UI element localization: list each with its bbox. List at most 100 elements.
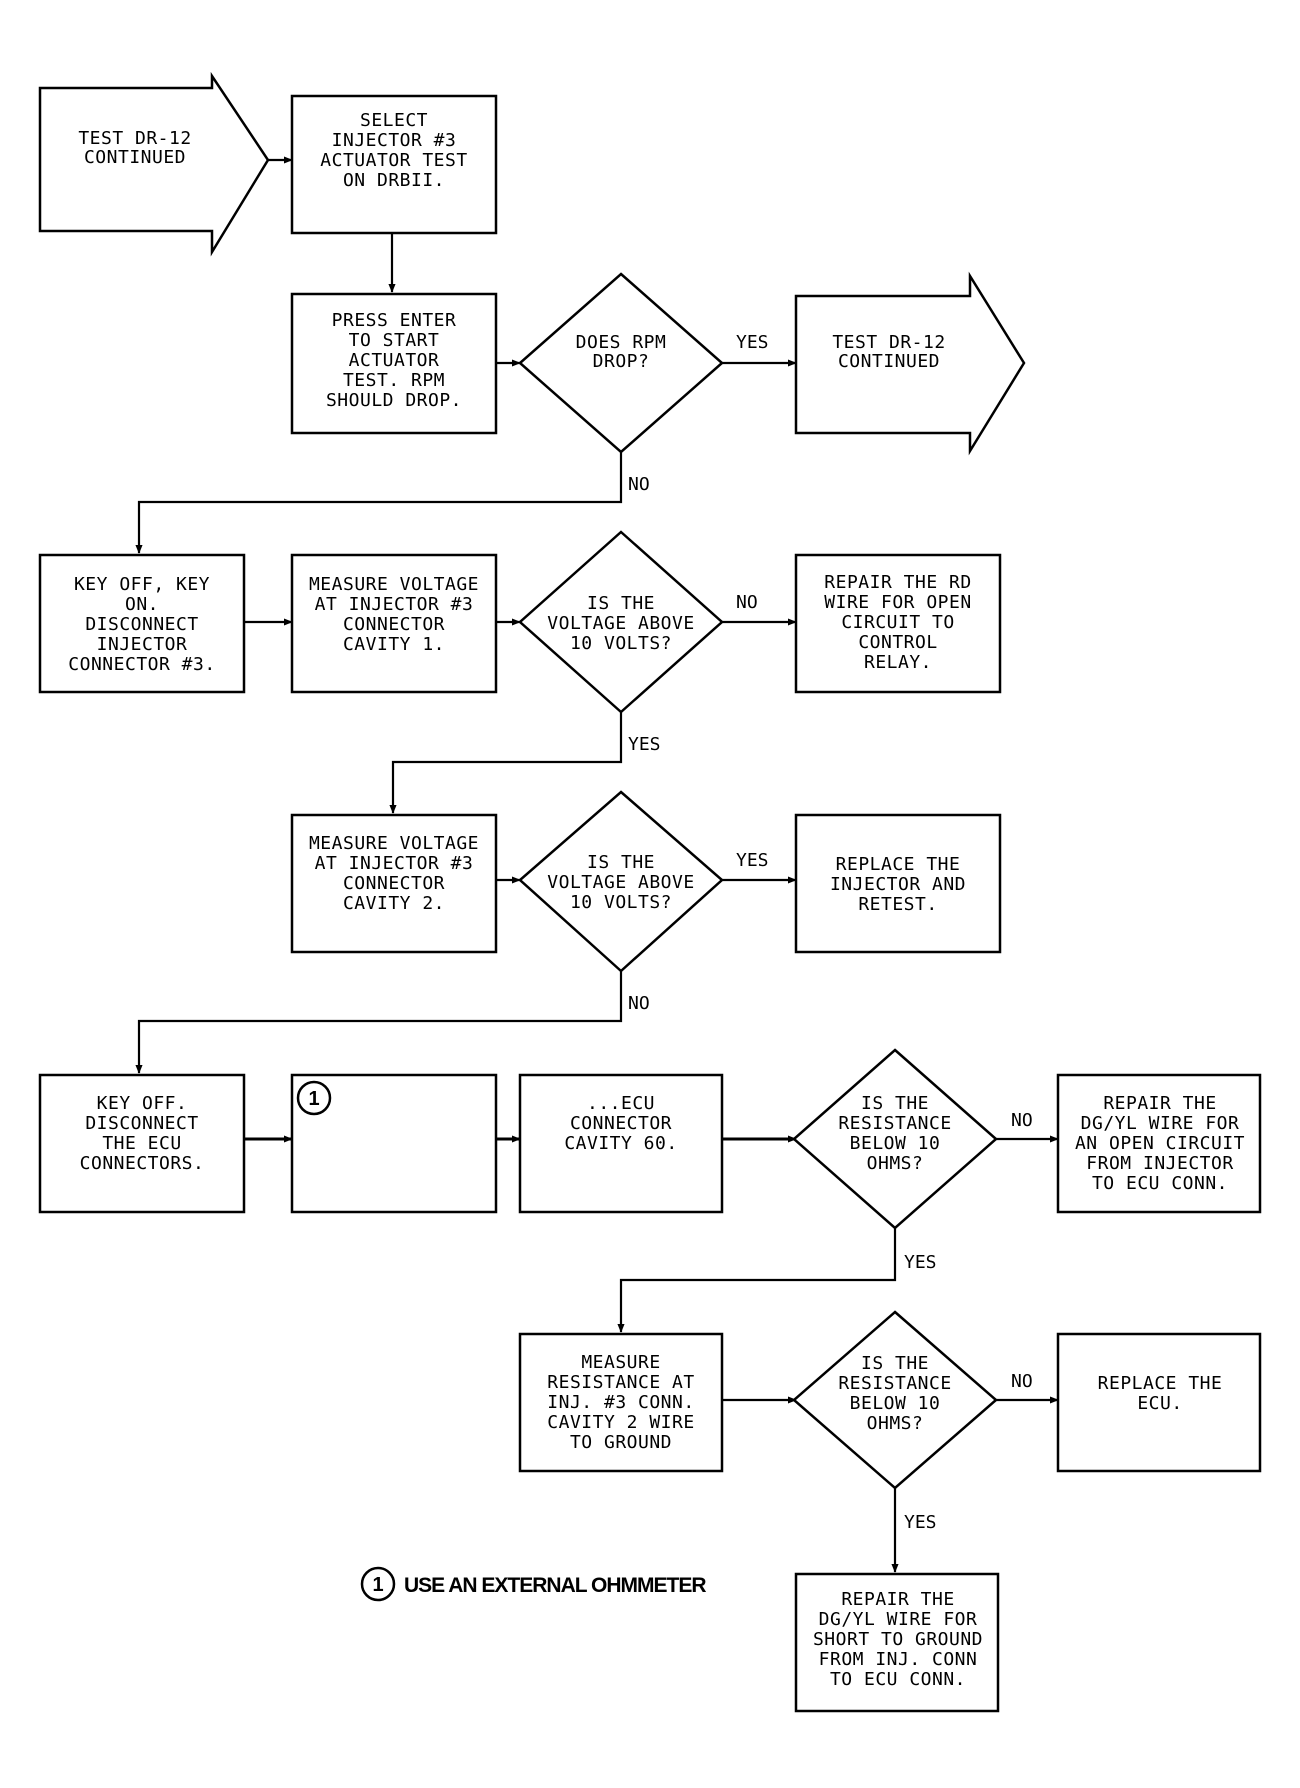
footnote-number: 1	[372, 1574, 383, 1596]
arrow-dv1-yes	[389, 712, 623, 814]
footnote-marker-number: 1	[308, 1088, 319, 1110]
node-text-line: RESISTANCE	[838, 1373, 951, 1394]
node-text-line: AT INJECTOR #3	[315, 853, 474, 874]
node-text-line: 10 VOLTS?	[570, 892, 672, 913]
node-text-line: REPLACE THE	[836, 854, 961, 875]
node-text-line: INJ. #3 CONN.	[547, 1392, 694, 1413]
footnote: 1 USE AN EXTERNAL OHMMETER	[360, 1566, 707, 1602]
node-text-line: ACTUATOR	[349, 350, 440, 371]
node-text-line: OHMS?	[867, 1153, 924, 1174]
start-arrow-shape	[38, 71, 270, 257]
node-text-line: IS THE	[587, 852, 655, 873]
branch-no-rpm: NO	[628, 474, 650, 495]
node-text-line: CONNECTOR #3.	[68, 654, 215, 675]
node-text-line: ...ECU	[587, 1093, 655, 1114]
node-text-line: SELECT	[360, 110, 428, 131]
connectors	[135, 156, 1059, 1573]
node-text-line: REPLACE THE	[1098, 1373, 1223, 1394]
branch-yes-r1: YES	[904, 1252, 937, 1273]
node-text-line: BELOW 10	[850, 1393, 941, 1414]
repair-open-box	[1056, 1073, 1262, 1214]
node-text-line: RETEST.	[858, 894, 937, 915]
node-text-line: FROM INJ. CONN	[819, 1649, 978, 1670]
keyoff1-box	[38, 553, 246, 694]
branch-no-v2: NO	[628, 993, 650, 1014]
dr2-diamond	[792, 1310, 998, 1490]
node-text-line: CAVITY 1.	[343, 634, 445, 655]
meas1-box	[290, 553, 498, 694]
repair-short-box	[794, 1572, 1000, 1713]
node-text-line: BELOW 10	[850, 1133, 941, 1154]
node-text-line: RELAY.	[864, 652, 932, 673]
meas2-box	[290, 813, 498, 954]
node-text-line: INJECTOR #3	[332, 130, 457, 151]
replace-inj-box	[794, 813, 1002, 954]
node-text-line: DISCONNECT	[85, 1113, 198, 1134]
node-text-line: INJECTOR	[97, 634, 188, 655]
node-text-line: TEST DR-12	[78, 128, 191, 149]
branch-yes-r2: YES	[904, 1512, 937, 1533]
branch-yes-v2: YES	[736, 850, 769, 871]
node-text-line: DISCONNECT	[85, 614, 198, 635]
shapes	[38, 71, 1262, 1713]
node-text-line: CAVITY 2 WIRE	[547, 1412, 694, 1433]
node-text-line: CONTINUED	[84, 147, 186, 168]
node-text-line: TO START	[349, 330, 440, 351]
node-text-line: OHMS?	[867, 1413, 924, 1434]
node-text-line: IS THE	[587, 593, 655, 614]
node-text-line: THE ECU	[102, 1133, 181, 1154]
press-box	[290, 292, 498, 435]
node-text-line: CONNECTORS.	[80, 1153, 205, 1174]
branch-no-v1: NO	[736, 592, 758, 613]
node-text-line: VOLTAGE ABOVE	[547, 872, 694, 893]
node-text-line: KEY OFF.	[97, 1093, 188, 1114]
node-text-line: CONTINUED	[838, 351, 940, 372]
footnote-text: USE AN EXTERNAL OHMMETER	[404, 1574, 706, 1597]
node-text-line: CONNECTOR	[343, 614, 445, 635]
node-text-line: KEY OFF, KEY	[74, 574, 210, 595]
node-text-line: CONTROL	[858, 632, 937, 653]
node-text-line: AT INJECTOR #3	[315, 594, 474, 615]
node-text-line: WIRE FOR OPEN	[824, 592, 971, 613]
measgnd-box	[518, 1332, 724, 1473]
ecu-box	[518, 1073, 724, 1214]
node-text-line: CONNECTOR	[343, 873, 445, 894]
node-text-line: DOES RPM	[576, 332, 667, 353]
node-text-line: FROM INJECTOR	[1086, 1153, 1233, 1174]
node-text-line: AN OPEN CIRCUIT	[1075, 1133, 1245, 1154]
node-text-line: VOLTAGE ABOVE	[547, 613, 694, 634]
node-text-line: INJECTOR AND	[830, 874, 966, 895]
node-text-line: RESISTANCE AT	[547, 1372, 694, 1393]
node-text-line: TO GROUND	[570, 1432, 672, 1453]
node-text-line: TEST DR-12	[832, 332, 945, 353]
node-text-line: MEASURE	[581, 1352, 660, 1373]
node-text-line: ON.	[125, 594, 159, 615]
branch-yes-rpm: YES	[736, 332, 769, 353]
node-text-line: PRESS ENTER	[332, 310, 457, 331]
node-text-line: SHOULD DROP.	[326, 390, 462, 411]
dr1-diamond	[792, 1048, 998, 1230]
node-text-line: SHORT TO GROUND	[813, 1629, 983, 1650]
node-text-line: REPAIR THE	[1103, 1093, 1216, 1114]
keyoff2-box	[38, 1073, 246, 1214]
arrow-dv2-no	[135, 971, 623, 1074]
node-text-line: 10 VOLTS?	[570, 633, 672, 654]
node-text-line: ECU.	[1137, 1393, 1182, 1414]
